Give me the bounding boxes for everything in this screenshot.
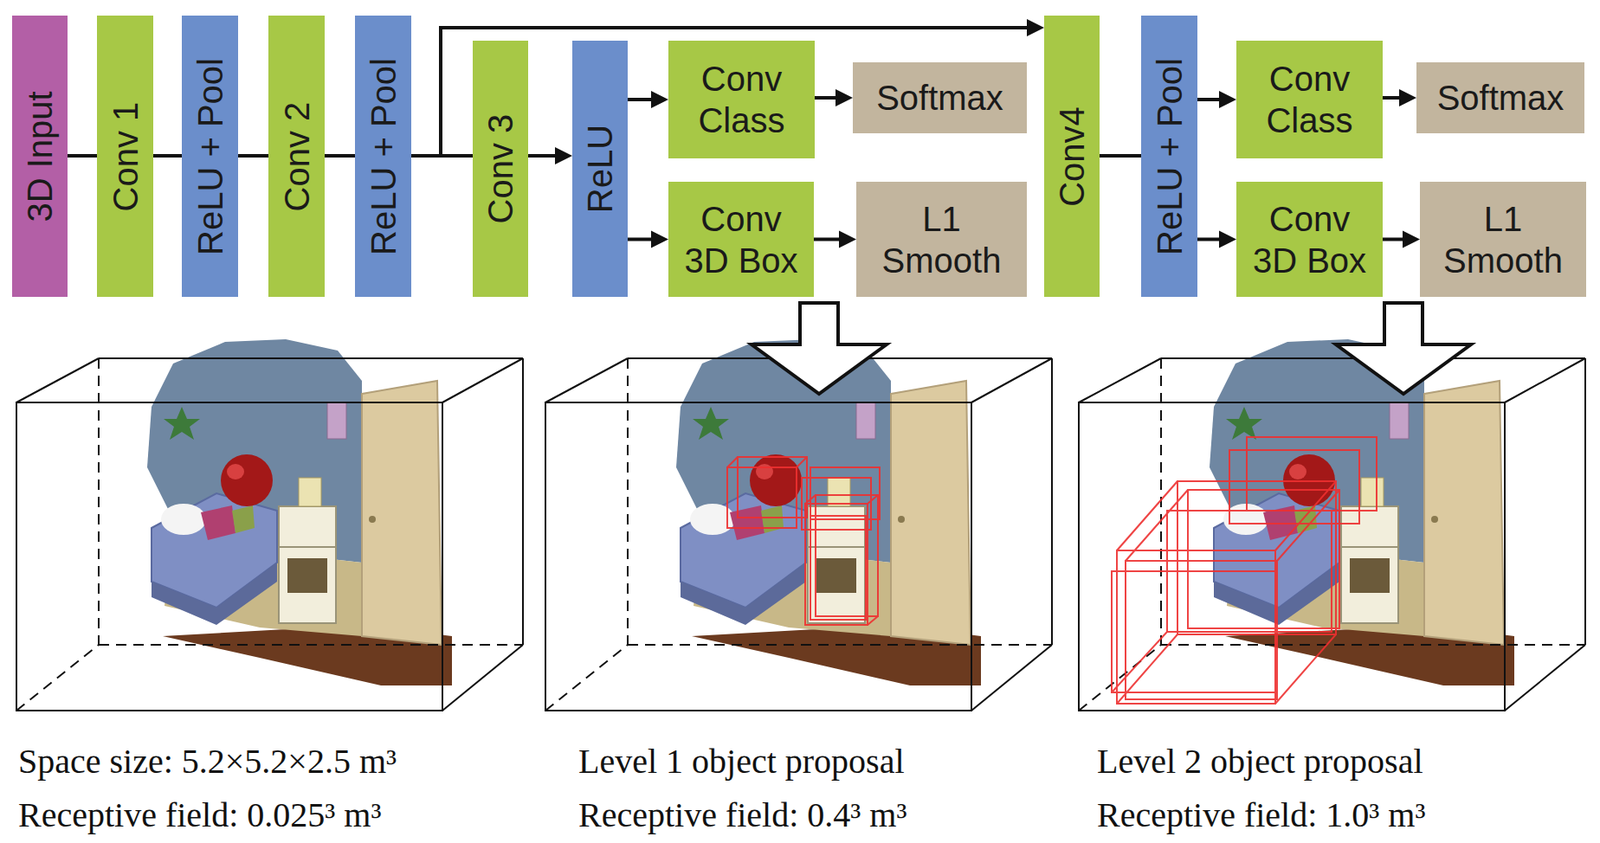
conv-layer: Conv 2: [268, 15, 325, 297]
loss-box: Softmax: [852, 62, 1027, 134]
layer-label: Conv 3D Box: [1246, 198, 1373, 282]
connector-arrow: [1197, 231, 1237, 249]
activation-layer: ReLU + Pool: [354, 15, 412, 297]
layer-label: ReLU + Pool: [193, 58, 228, 256]
conv-layer: Conv 3: [472, 40, 529, 297]
layer-label: Conv 2: [279, 101, 315, 212]
layer-label: Conv 3D Box: [678, 198, 804, 282]
layer-label: ReLU + Pool: [1152, 58, 1188, 256]
conv-layer: Conv 1: [96, 15, 154, 297]
layer-label: Conv4: [1054, 106, 1090, 207]
connector-arrow: [627, 90, 669, 109]
activation-layer: ReLU: [572, 40, 628, 297]
conv-head: Conv Class: [668, 40, 815, 159]
layer-label: 3D Input: [22, 90, 58, 222]
loss-box: Softmax: [1416, 62, 1585, 134]
caption-text: Receptive field: 0.4³ m³: [578, 796, 907, 835]
input-box: 3D Input: [12, 15, 68, 297]
caption-text: Receptive field: 0.025³ m³: [18, 796, 381, 835]
layer-label: Conv Class: [678, 58, 805, 142]
layer-label: Conv 3: [483, 114, 518, 225]
conv-head: Conv Class: [1236, 40, 1383, 159]
activation-layer: ReLU + Pool: [1141, 15, 1198, 297]
connector-arrow: [1197, 90, 1237, 109]
connector-arrow: [1382, 231, 1420, 249]
loss-box: L1 Smooth: [1419, 181, 1587, 297]
loss-box: L1 Smooth: [856, 181, 1027, 297]
connector-arrow: [528, 147, 573, 165]
layer-label: ReLU + Pool: [366, 58, 401, 256]
layer-label: ReLU: [582, 124, 618, 213]
caption-text: Space size: 5.2×5.2×2.5 m³: [18, 742, 397, 781]
connector-arrow: [813, 231, 857, 249]
layer-label: Conv 1: [108, 101, 143, 212]
layer-label: Softmax: [876, 77, 1004, 119]
caption-text: Level 2 object proposal: [1096, 742, 1424, 781]
connector-arrow: [814, 89, 853, 107]
layer-label: Softmax: [1437, 77, 1565, 119]
activation-layer: ReLU + Pool: [181, 15, 239, 297]
connector-arrow: [324, 155, 355, 157]
conv-layer: Conv4: [1044, 15, 1100, 297]
layer-label: L1 Smooth: [1430, 198, 1576, 282]
connector-arrow: [627, 231, 669, 249]
layer-label: Conv Class: [1246, 58, 1373, 142]
caption-text: Level 1 object proposal: [578, 742, 905, 781]
layer-label: L1 Smooth: [866, 198, 1017, 282]
conv-head: Conv 3D Box: [1236, 181, 1383, 297]
caption-text: Receptive field: 1.0³ m³: [1096, 796, 1426, 835]
connector-arrow: [238, 155, 269, 157]
connector-arrow: [67, 155, 97, 157]
connector-arrow: [1382, 89, 1417, 107]
conv-head: Conv 3D Box: [668, 181, 814, 297]
connector-arrow: [153, 155, 182, 157]
connector-arrow: [1099, 155, 1142, 157]
